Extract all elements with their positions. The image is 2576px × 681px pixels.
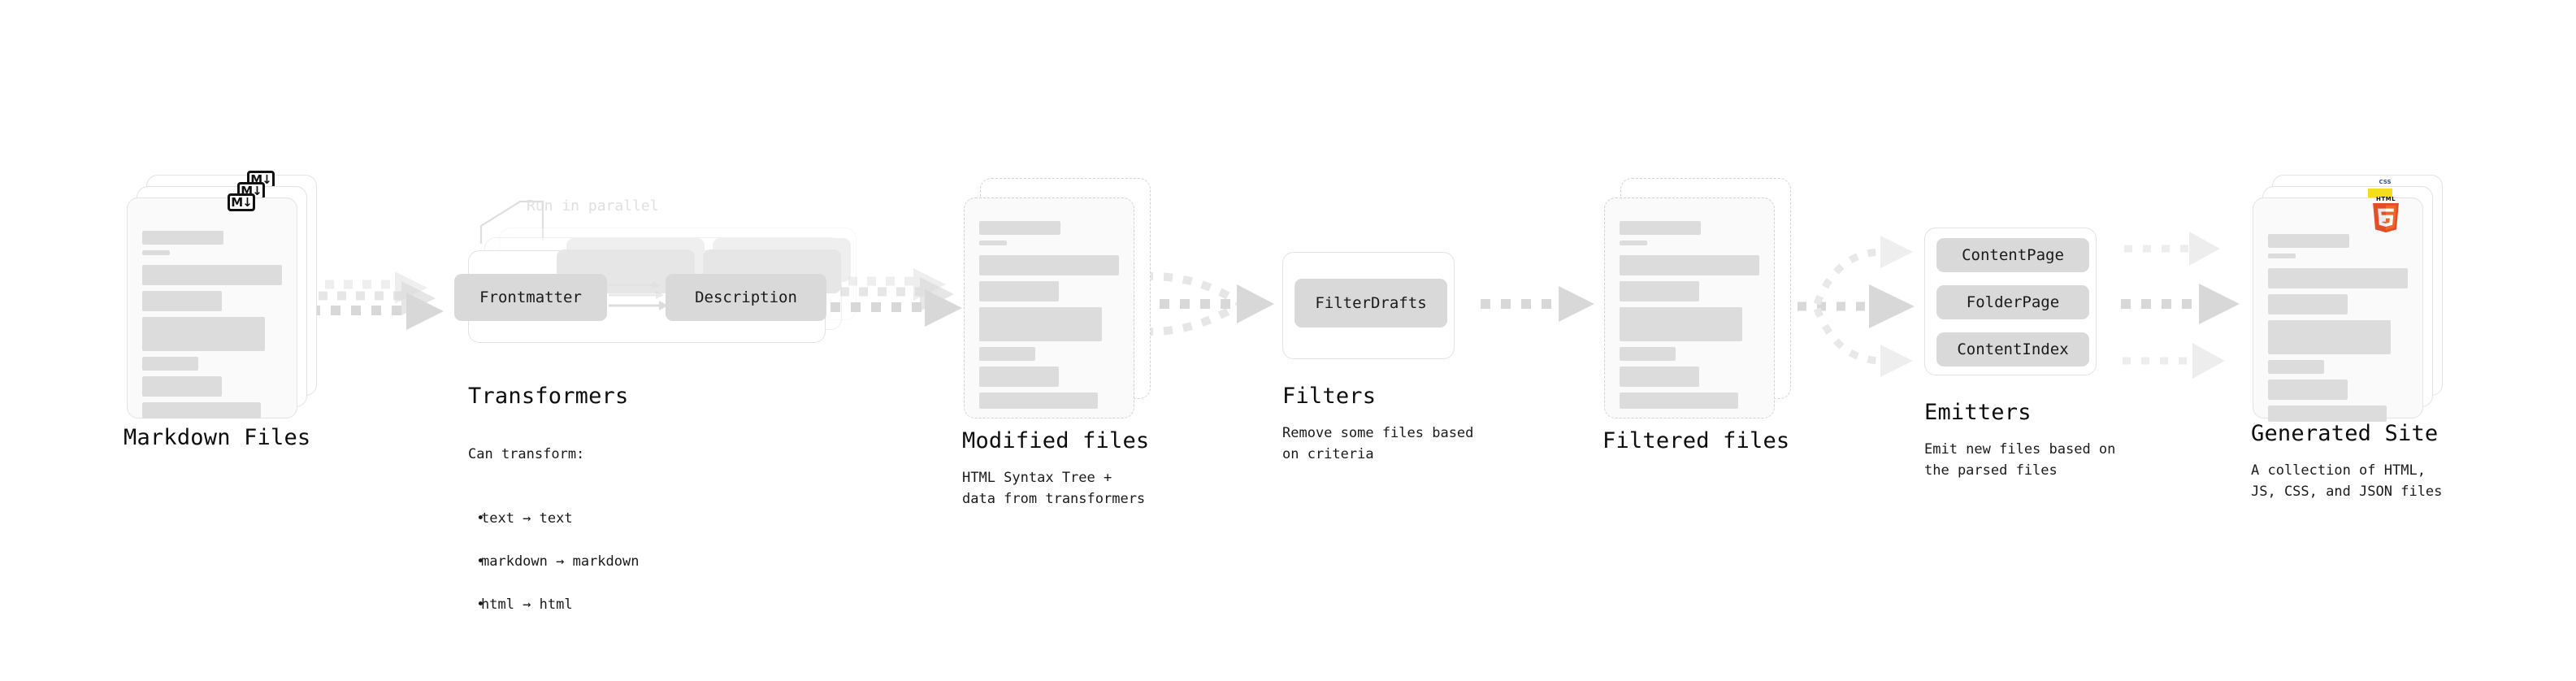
skeleton-bar bbox=[142, 231, 223, 245]
skeleton-bar bbox=[979, 393, 1099, 409]
emitters-title: Emitters bbox=[1924, 400, 2032, 425]
markdown-files-card-stack: M↓ M↓ M↓ bbox=[127, 171, 317, 433]
arrow-filtered-to-emitters bbox=[1778, 236, 1915, 377]
filters-caption: Remove some files based on criteria bbox=[1282, 425, 1474, 463]
skeleton-bar bbox=[142, 376, 223, 397]
arrow-emitters-to-generated-site bbox=[2121, 232, 2240, 379]
emitters-caption: Emit new files based on the parsed files bbox=[1924, 441, 2116, 479]
skeleton-bar bbox=[142, 317, 266, 351]
list-item: •markdown → markdown bbox=[468, 553, 640, 570]
transformers-box: Frontmatter Description bbox=[454, 238, 851, 343]
skeleton-bar bbox=[142, 402, 262, 419]
skeleton-bar bbox=[1620, 367, 1700, 387]
skeleton-bar bbox=[2268, 406, 2387, 422]
skeleton-bar bbox=[979, 221, 1060, 235]
skeleton-bar bbox=[142, 265, 282, 285]
list-item: •html → html bbox=[468, 596, 573, 613]
skeleton-bar bbox=[1620, 307, 1743, 341]
arrow-filters-to-filtered bbox=[1481, 286, 1594, 322]
skeleton-bar bbox=[979, 307, 1103, 341]
generated-site-title: Generated Site bbox=[2251, 421, 2439, 446]
skeleton-bar bbox=[1620, 347, 1676, 361]
skeleton-bar bbox=[979, 241, 1008, 245]
filtered-card-front bbox=[1604, 197, 1775, 419]
skeleton-bar bbox=[1620, 255, 1759, 275]
skeleton-bar bbox=[1620, 221, 1701, 235]
skeleton-bar bbox=[2268, 320, 2392, 354]
arrow-transformers-to-modified bbox=[830, 268, 962, 327]
skeleton-bar bbox=[1620, 241, 1648, 245]
generated-site-card-stack: CSS HTML bbox=[2253, 175, 2443, 433]
skeleton-bar bbox=[2268, 268, 2408, 288]
filter-chip-filterdrafts[interactable]: FilterDrafts bbox=[1295, 279, 1447, 327]
markdown-card-skeleton bbox=[142, 231, 282, 424]
skeleton-bar bbox=[979, 347, 1035, 361]
skeleton-bar bbox=[2268, 294, 2348, 314]
skeleton-bar bbox=[979, 367, 1060, 387]
transformer-inner-arrows bbox=[609, 281, 668, 310]
transformers-bullet-list: •text → text •markdown → markdown •html … bbox=[468, 487, 639, 636]
emitter-chip-contentpage[interactable]: ContentPage bbox=[1936, 238, 2089, 272]
filters-title: Filters bbox=[1282, 384, 1377, 409]
transformer-chip-frontmatter[interactable]: Frontmatter bbox=[454, 274, 607, 321]
transformers-caption-lead: Can transform: bbox=[468, 446, 585, 463]
arrow-markdown-to-transformers bbox=[310, 271, 444, 330]
html5-shield-icon bbox=[2373, 203, 2399, 232]
generated-card-front bbox=[2253, 197, 2423, 422]
filtered-card-skeleton bbox=[1620, 221, 1759, 414]
skeleton-bar bbox=[979, 255, 1119, 275]
modified-files-caption: HTML Syntax Tree + data from transformer… bbox=[962, 470, 1146, 508]
arrow-modified-to-filters bbox=[1139, 271, 1274, 336]
filters-box: FilterDrafts bbox=[1282, 252, 1455, 359]
generated-site-caption: A collection of HTML, JS, CSS, and JSON … bbox=[2251, 462, 2443, 501]
generated-card-skeleton bbox=[2268, 234, 2408, 427]
markdown-files-title: Markdown Files bbox=[124, 425, 311, 450]
skeleton-bar bbox=[2268, 234, 2349, 248]
emitters-box: ContentPage FolderPage ContentIndex bbox=[1924, 228, 2097, 375]
run-in-parallel-label: Run in parallel bbox=[527, 197, 659, 215]
emitter-chip-contentindex[interactable]: ContentIndex bbox=[1936, 332, 2089, 367]
skeleton-bar bbox=[1620, 281, 1700, 301]
transformer-chip-description[interactable]: Description bbox=[666, 274, 826, 321]
skeleton-bar bbox=[142, 357, 198, 371]
html5-badge-label: HTML bbox=[2375, 196, 2396, 202]
html5-badge: HTML bbox=[2371, 196, 2400, 232]
skeleton-bar bbox=[979, 281, 1060, 301]
list-item: •text → text bbox=[468, 510, 573, 527]
modified-card-front bbox=[964, 197, 1134, 419]
modified-files-card-stack bbox=[964, 178, 1151, 433]
filtered-files-card-stack bbox=[1604, 178, 1791, 433]
skeleton-bar bbox=[2268, 254, 2296, 258]
transformers-title: Transformers bbox=[468, 384, 629, 409]
run-in-parallel-bracket bbox=[479, 200, 544, 244]
skeleton-bar bbox=[2268, 360, 2324, 374]
skeleton-bar bbox=[142, 250, 171, 255]
skeleton-bar bbox=[2268, 380, 2348, 400]
emitter-chip-folderpage[interactable]: FolderPage bbox=[1936, 285, 2089, 319]
modified-card-skeleton bbox=[979, 221, 1119, 414]
markdown-badge: M↓ bbox=[228, 193, 255, 211]
filtered-files-title: Filtered files bbox=[1602, 428, 1790, 453]
skeleton-bar bbox=[142, 291, 223, 311]
skeleton-bar bbox=[1620, 393, 1739, 409]
transformers-caption: Can transform: •text → text •markdown → … bbox=[468, 423, 639, 658]
markdown-card-front bbox=[127, 197, 297, 419]
modified-files-title: Modified files bbox=[962, 428, 1150, 453]
